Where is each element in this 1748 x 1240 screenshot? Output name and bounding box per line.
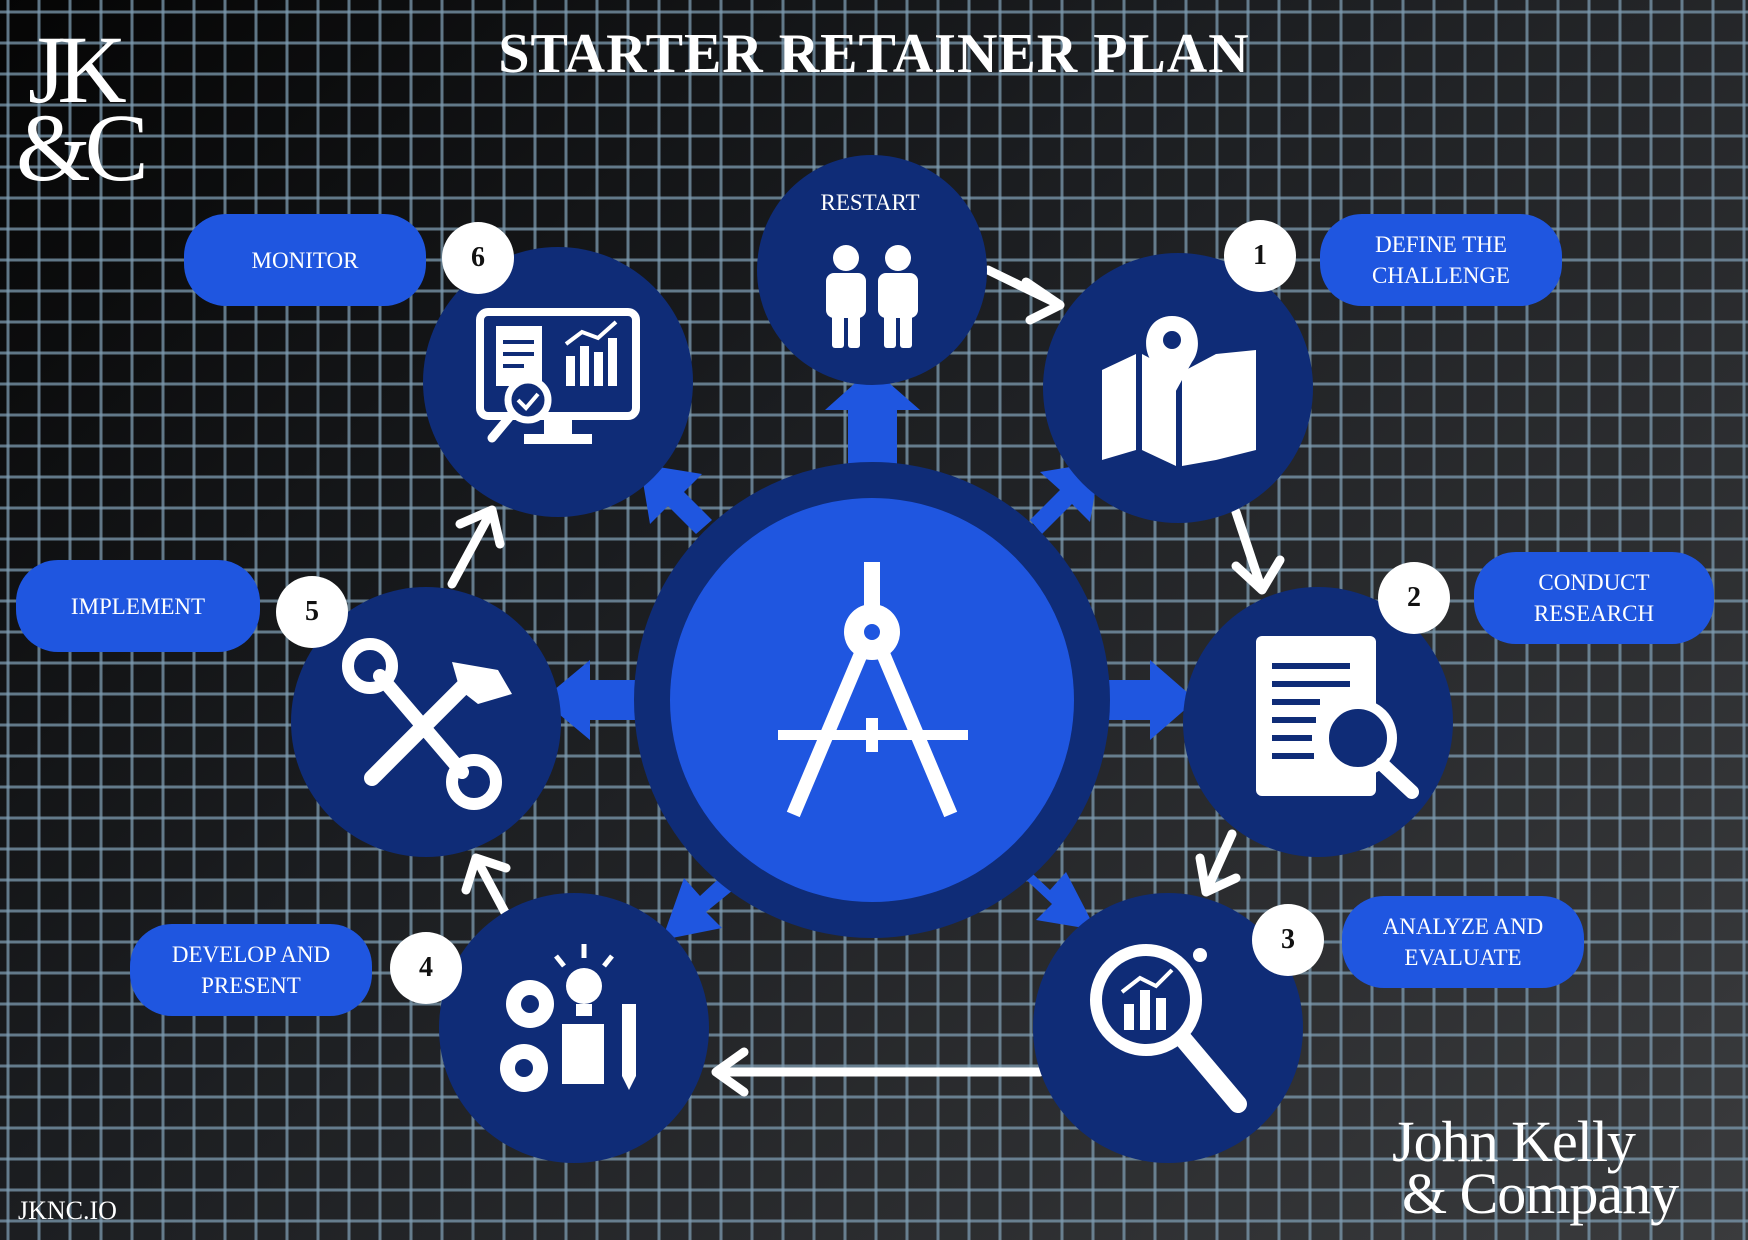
arrow-downright: [1018, 860, 1096, 930]
restart-circle: [757, 155, 987, 385]
compass-icon: [778, 562, 968, 818]
brand-name-line2: & Company: [1402, 1161, 1679, 1226]
logo-jk: JK: [28, 16, 127, 123]
step-1-badge: 1: [1224, 220, 1296, 292]
step-6-label: MONITOR: [184, 214, 426, 306]
map-pin-icon: [1102, 316, 1256, 466]
step-2-label: CONDUCT RESEARCH: [1474, 552, 1714, 644]
arrow-downleft: [662, 870, 738, 940]
restart-label: RESTART: [820, 190, 920, 215]
step-4-badge: 4: [390, 932, 462, 1004]
arrow-left: [542, 660, 642, 740]
arrow-2-to-3: [1195, 829, 1241, 897]
step-2-badge: 2: [1378, 562, 1450, 634]
logo-ampersand-c: &C: [16, 94, 149, 201]
step-4-label: DEVELOP AND PRESENT: [130, 924, 372, 1016]
arrow-5-to-6: [447, 505, 505, 589]
tools-icon: [342, 638, 512, 810]
document-search-icon: [1256, 636, 1419, 799]
center-arrows: [542, 368, 1196, 940]
arrow-up: [825, 368, 920, 470]
step-5-badge: 5: [276, 576, 348, 648]
arrow-right: [1102, 660, 1196, 740]
arrow-upleft: [640, 464, 712, 534]
arrow-4-to-5: [461, 853, 513, 923]
arrow-restart-to-1: [983, 265, 1065, 325]
ideas-gears-icon: [500, 944, 636, 1092]
step-1-label: DEFINE THE CHALLENGE: [1320, 214, 1562, 306]
cycle-arrows: [447, 265, 1285, 1097]
arrow-1-to-2: [1231, 507, 1285, 595]
step-3-badge: 3: [1252, 904, 1324, 976]
footer-url: JKNC.IO: [18, 1196, 117, 1225]
step-6-badge: 6: [442, 222, 514, 294]
step-3-label: ANALYZE AND EVALUATE: [1342, 896, 1584, 988]
page-title: STARTER RETAINER PLAN: [498, 23, 1250, 85]
analytics-magnifier-icon: [1090, 944, 1247, 1113]
monitor-report-icon: [476, 308, 640, 444]
arrow-3-to-4: [711, 1047, 1045, 1097]
brand-name-line1: John Kelly: [1392, 1109, 1636, 1174]
center-circle: [670, 498, 1074, 902]
step-1-circle: [1043, 253, 1313, 523]
people-icon: [826, 245, 918, 348]
step-5-label: IMPLEMENT: [16, 560, 260, 652]
